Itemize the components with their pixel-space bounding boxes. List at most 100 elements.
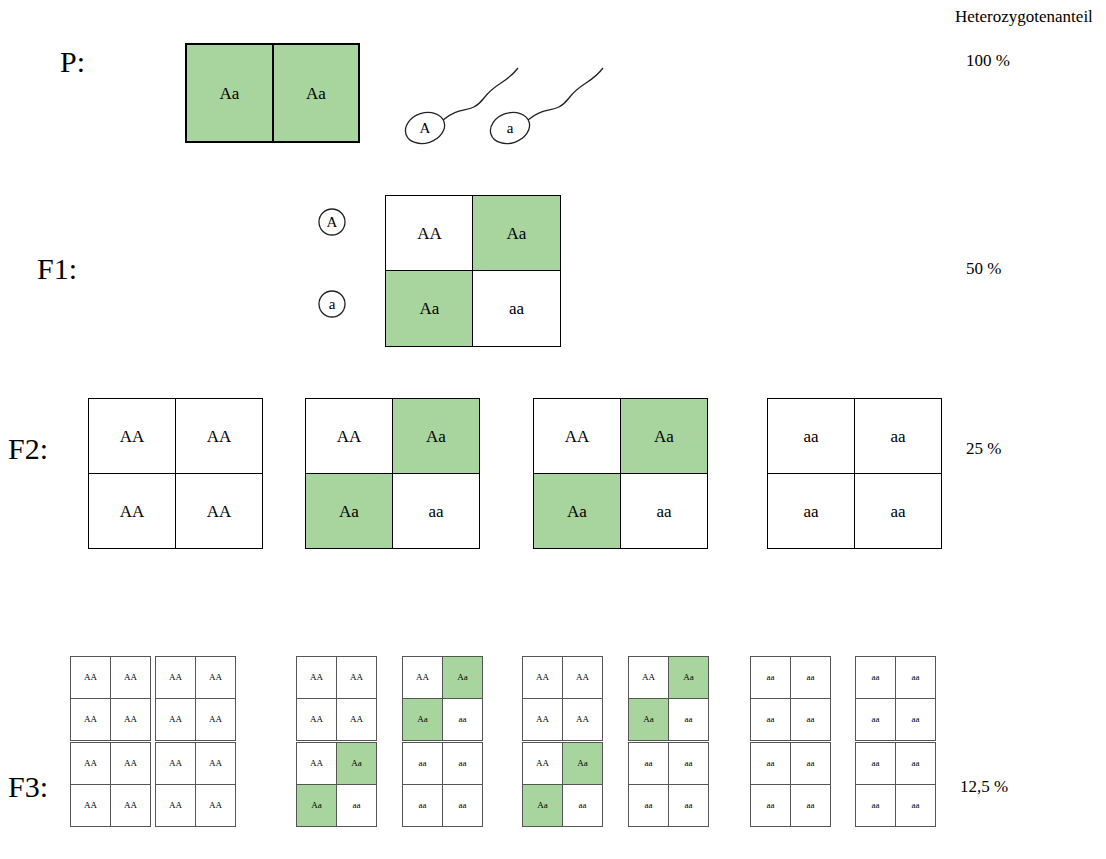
genotype-cell-small: AA — [155, 656, 196, 699]
percentage-value: 50 % — [966, 260, 1001, 279]
genotype-cell-small: aa — [442, 742, 483, 785]
genotype-cell-small: Aa — [442, 656, 483, 699]
genotype-text: aa — [872, 673, 880, 682]
genotype-cell-small: AA — [70, 698, 111, 741]
genotype-text: AA — [124, 801, 137, 810]
genotype-cell: AA — [305, 398, 393, 474]
sperm-head: a — [489, 111, 531, 145]
sperm-tail — [443, 68, 518, 120]
genotype-cell: Aa — [472, 195, 561, 272]
genotype-cell-small: aa — [895, 742, 936, 785]
genotype-cell-small: aa — [790, 742, 831, 785]
genotype-cell-small: aa — [442, 784, 483, 827]
genotype-cell-small: aa — [668, 698, 709, 741]
genotype-cell-small: AA — [70, 784, 111, 827]
genotype-text: aa — [353, 801, 361, 810]
sperm-outline — [486, 108, 533, 149]
genotype-cell-small: aa — [628, 742, 669, 785]
genotype-cell-small: AA — [522, 656, 563, 699]
genotype-cell-small: aa — [442, 698, 483, 741]
genotype-text: AA — [120, 503, 145, 520]
genotype-text: AA — [576, 673, 589, 682]
genotype-cell-small: aa — [336, 784, 377, 827]
genotype-cell-small: AA — [195, 656, 236, 699]
genotype-cell-small: aa — [750, 742, 791, 785]
genotype-cell-small: AA — [522, 698, 563, 741]
genotype-text: AA — [209, 715, 222, 724]
genotype-cell-small: AA — [336, 656, 377, 699]
sperm-outline — [401, 108, 448, 149]
genotype-cell: aa — [620, 473, 708, 549]
genotype-cell-small: AA — [195, 742, 236, 785]
genotype-text: AA — [536, 715, 549, 724]
genotype-text: AA — [207, 503, 232, 520]
genotype-cell: AA — [88, 398, 176, 474]
genotype-text: AA — [84, 801, 97, 810]
genotype-cell: Aa — [533, 473, 621, 549]
genotype-text: AA — [169, 759, 182, 768]
genotype-cell-small: AA — [155, 784, 196, 827]
genotype-text: AA — [207, 428, 232, 445]
percentage-value: 12,5 % — [960, 778, 1008, 797]
genotype-text: AA — [310, 673, 323, 682]
genotype-text: AA — [565, 428, 590, 445]
genotype-text: aa — [428, 503, 443, 520]
genotype-cell-small: aa — [895, 698, 936, 741]
genotype-text: Aa — [339, 503, 359, 520]
genotype-text: aa — [912, 673, 920, 682]
genotype-cell: Aa — [620, 398, 708, 474]
genotype-cell-small: aa — [402, 742, 443, 785]
genotype-text: aa — [872, 715, 880, 724]
genotype-cell: Aa — [385, 270, 474, 347]
genotype-cell: AA — [175, 473, 263, 549]
genotype-cell-small: AA — [628, 656, 669, 699]
genotype-text: aa — [459, 715, 467, 724]
circle-outline — [319, 209, 345, 235]
genotype-text: Aa — [457, 673, 468, 682]
genotype-text: aa — [912, 715, 920, 724]
generation-label: F3: — [8, 770, 48, 803]
genotype-cell: AA — [385, 195, 474, 272]
genotype-text: Aa — [426, 428, 446, 445]
genotype-cell: aa — [392, 473, 480, 549]
genotype-cell-small: AA — [195, 698, 236, 741]
genotype-cell-small: aa — [750, 656, 791, 699]
genotype-cell-small: aa — [750, 784, 791, 827]
genotype-cell: aa — [854, 398, 942, 474]
genotype-cell-small: aa — [668, 742, 709, 785]
genotype-cell-small: AA — [296, 656, 337, 699]
genotype-text: AA — [416, 673, 429, 682]
genotype-text: AA — [169, 673, 182, 682]
genotype-text: Aa — [351, 759, 362, 768]
genotype-cell-small: Aa — [628, 698, 669, 741]
genotype-cell-small: Aa — [668, 656, 709, 699]
genotype-text: aa — [459, 801, 467, 810]
genotype-cell: AA — [88, 473, 176, 549]
genotype-text: aa — [767, 759, 775, 768]
genotype-cell-small: aa — [790, 784, 831, 827]
genotype-cell-small: aa — [628, 784, 669, 827]
genotype-text: Aa — [306, 85, 326, 102]
genotype-text: aa — [509, 300, 524, 317]
genotype-cell-small: AA — [336, 698, 377, 741]
genotype-text: Aa — [311, 801, 322, 810]
genotype-text: aa — [645, 759, 653, 768]
genotype-text: aa — [767, 801, 775, 810]
genotype-cell-small: Aa — [402, 698, 443, 741]
genotype-text: AA — [417, 225, 442, 242]
genotype-text: a — [507, 121, 514, 136]
genotype-text: AA — [84, 759, 97, 768]
genotype-cell-small: AA — [110, 742, 151, 785]
genotype-text: aa — [419, 759, 427, 768]
genotype-text: AA — [209, 673, 222, 682]
genotype-text: Aa — [507, 225, 527, 242]
genotype-text: AA — [169, 715, 182, 724]
genotype-cell-small: Aa — [336, 742, 377, 785]
genotype-cell-small: AA — [110, 784, 151, 827]
column-heading: Heterozygotenanteil — [955, 8, 1093, 27]
circle-outline — [319, 291, 345, 317]
genotype-cell-small: aa — [855, 656, 896, 699]
genotype-text: aa — [579, 801, 587, 810]
genotype-text: aa — [767, 673, 775, 682]
genotype-text: AA — [642, 673, 655, 682]
